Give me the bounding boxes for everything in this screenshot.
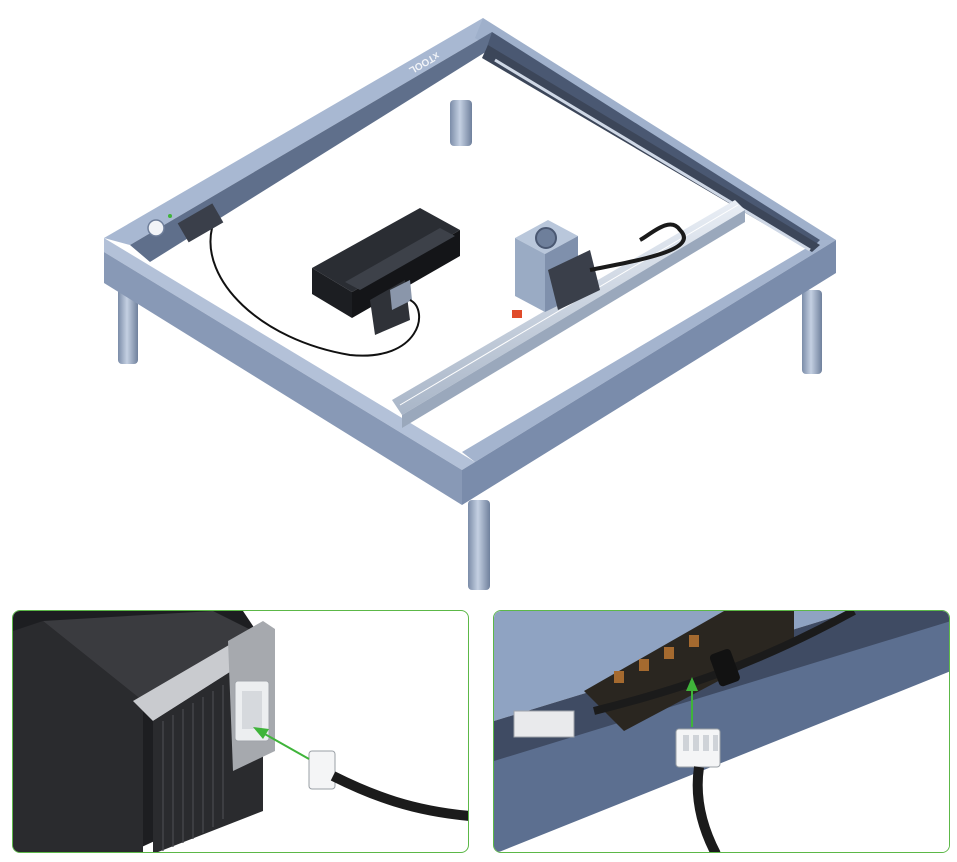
cable-plug	[308, 750, 336, 790]
laser-engraver-illustration: xTOOL	[104, 18, 836, 590]
mainboard-port-svg	[494, 611, 949, 852]
engraver-frame-svg: xTOOL	[104, 18, 836, 590]
insert-arrow	[262, 732, 310, 760]
cable-clip	[709, 649, 740, 687]
mainboard-port-panel	[493, 610, 950, 853]
motor-connector-svg	[13, 611, 468, 852]
plug-cable	[692, 766, 721, 852]
motor-cable	[209, 227, 421, 357]
side-connector	[513, 710, 575, 738]
rotary-roller-unit	[312, 208, 460, 335]
y-axis-rail	[482, 45, 820, 252]
laser-module	[512, 220, 600, 318]
motor-cable-detail	[330, 771, 468, 821]
stepper-motor-connector-panel	[12, 610, 469, 853]
power-button	[147, 219, 165, 237]
machine-legs	[118, 100, 822, 590]
frame-top	[104, 18, 836, 470]
mainboard-ports	[177, 203, 224, 243]
module-cable	[589, 222, 686, 272]
status-led	[168, 214, 172, 218]
